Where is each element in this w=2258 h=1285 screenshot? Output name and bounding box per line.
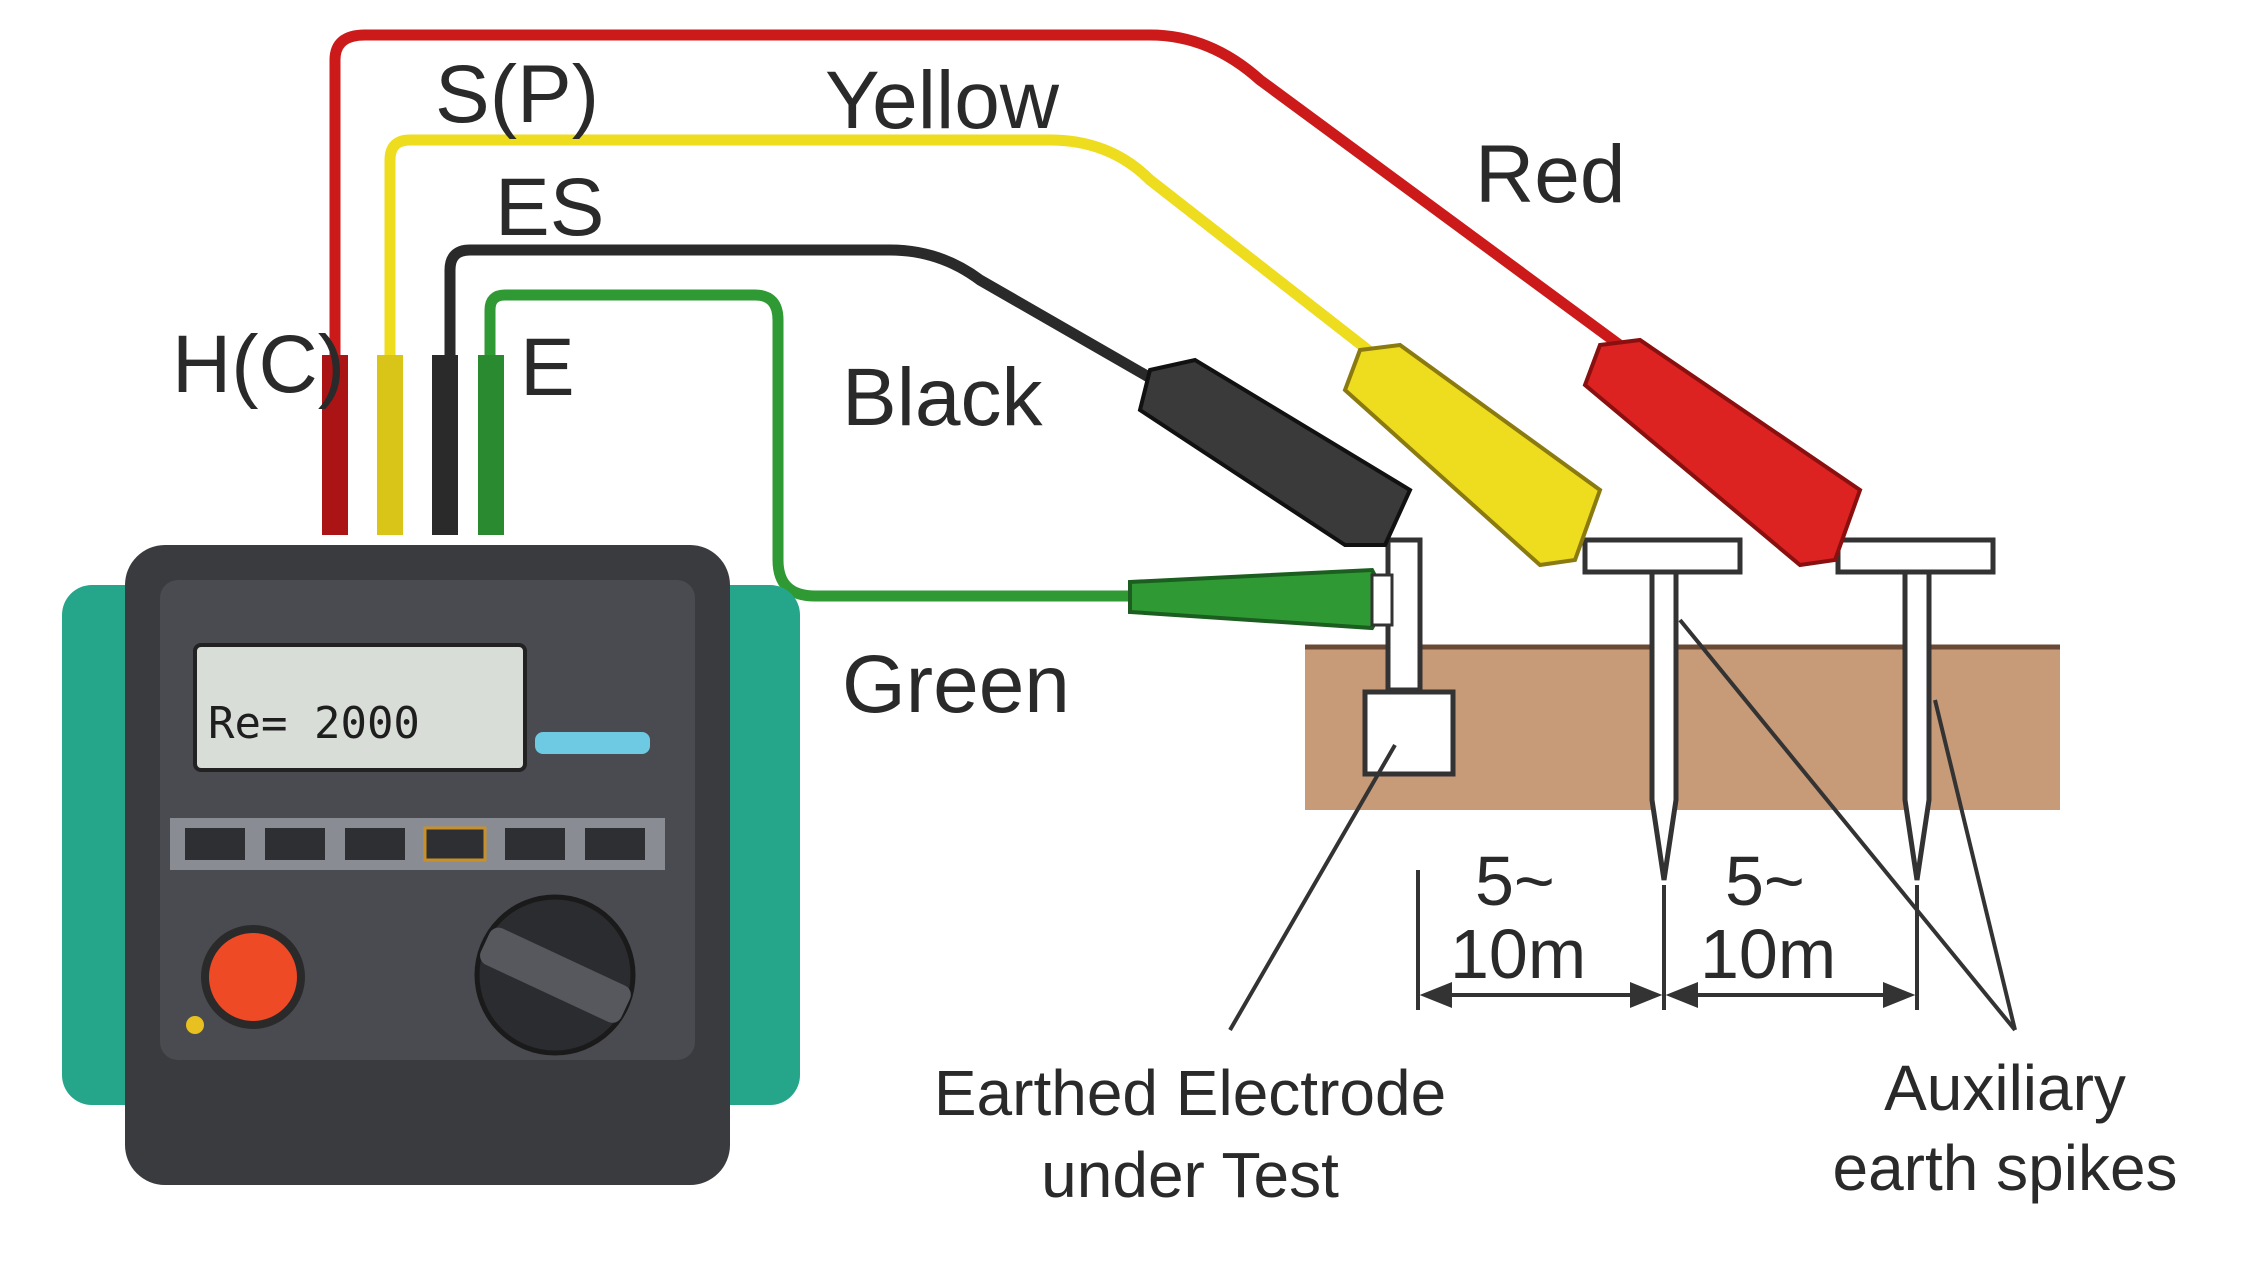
wire-label-black: Black [842, 352, 1044, 443]
wire-label-green: Green [842, 639, 1070, 730]
red-terminal-lead [322, 355, 348, 535]
spacing-dimension-lines [1416, 870, 1919, 1010]
red-wire [329, 29, 1644, 365]
test-button[interactable] [201, 925, 305, 1029]
black-wire [444, 244, 1183, 400]
spacing-1-top: 5~ [1475, 842, 1555, 920]
lcd-reading: Re= 2000 [208, 698, 420, 749]
function-button-4[interactable] [423, 826, 487, 862]
green-clip-tip [1370, 573, 1394, 627]
spikes-caption-line1: Auxiliary [1884, 1052, 2126, 1124]
range-indicator [535, 732, 650, 754]
black-clip [1137, 357, 1413, 547]
green-wire [484, 289, 1140, 602]
spacing-2-bottom: 10m [1700, 915, 1836, 993]
function-button-2[interactable] [265, 828, 325, 860]
yellow-terminal-lead [377, 355, 403, 535]
terminal-label-sp: S(P) [435, 49, 599, 140]
electrode-caption-line1: Earthed Electrode [934, 1057, 1446, 1129]
black-terminal-lead [432, 355, 458, 535]
green-terminal-lead [478, 355, 504, 535]
function-button-6[interactable] [585, 828, 645, 860]
green-clip [1128, 567, 1391, 631]
function-button-5[interactable] [505, 828, 565, 860]
wire-label-yellow: Yellow [825, 55, 1060, 146]
indicator-lamp [186, 1016, 204, 1034]
spikes-caption-line2: earth spikes [1832, 1132, 2177, 1204]
yellow-clip [1342, 342, 1603, 568]
electrode-leader-line [1228, 743, 1397, 1032]
spike-leader-line-1 [1678, 618, 2017, 1032]
auxiliary-spike-2 [1835, 537, 1996, 881]
button-strip [170, 818, 665, 870]
terminal-label-es: ES [495, 162, 604, 253]
earth-tester-instrument: Re= 2000 [62, 355, 800, 1185]
function-button-1[interactable] [185, 828, 245, 860]
lcd-screen [193, 643, 527, 772]
yellow-wire [384, 134, 1404, 380]
terminal-label-e: E [520, 322, 575, 413]
spacing-2-top: 5~ [1725, 842, 1805, 920]
wire-label-red: Red [1475, 129, 1625, 220]
function-button-3[interactable] [345, 828, 405, 860]
spacing-1-bottom: 10m [1450, 915, 1586, 993]
auxiliary-spike-1 [1582, 537, 1743, 881]
red-clip [1582, 337, 1863, 568]
terminal-label-hc: H(C) [172, 319, 345, 410]
rotary-switch-pointer [480, 927, 631, 1023]
spike-leader-line-2 [1933, 699, 2017, 1031]
electrode-caption-line2: under Test [1041, 1139, 1339, 1211]
